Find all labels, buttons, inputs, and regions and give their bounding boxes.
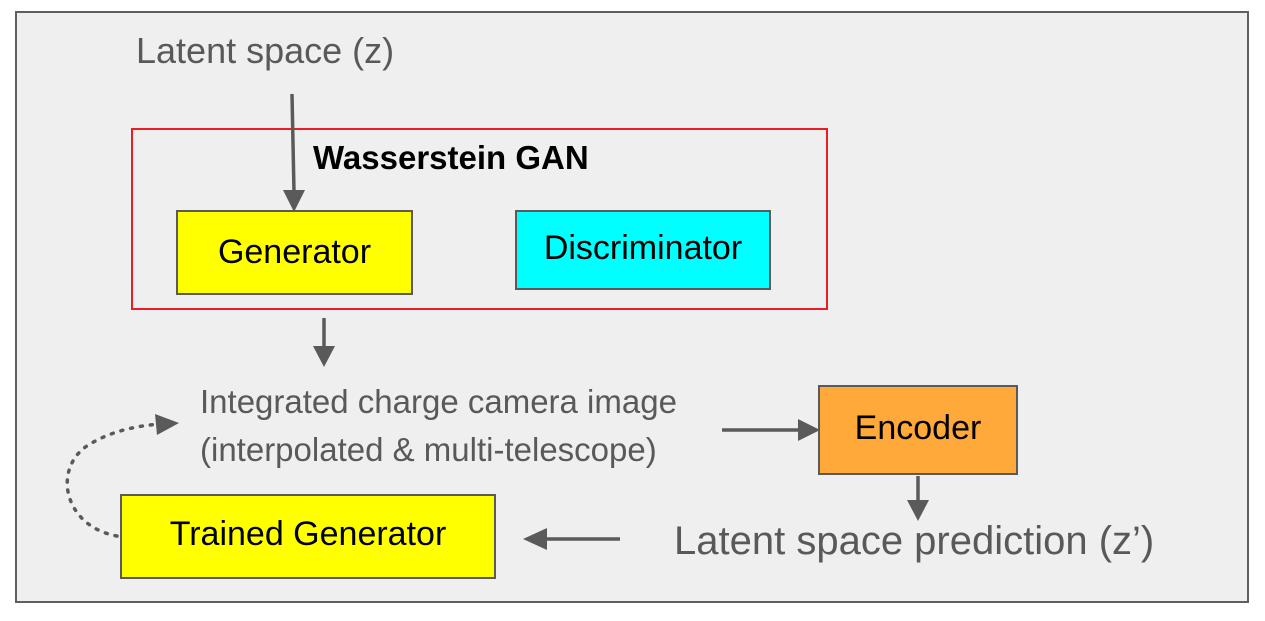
arrowhead-prediction — [907, 500, 929, 521]
latent-prediction-label: Latent space prediction (z’) — [674, 519, 1155, 563]
arrowhead-generator — [283, 190, 305, 212]
arrowhead-image — [313, 346, 335, 367]
camera-image-line-2: (interpolated & multi-telescope) — [200, 431, 657, 468]
arrow-latent-to-generator — [290, 93, 296, 193]
camera-image-line-1: Integrated charge camera image — [200, 383, 677, 420]
trained-generator-box: Trained Generator — [120, 494, 496, 579]
arrowhead-encoder — [798, 419, 820, 441]
camera-image-label: Integrated charge camera image (interpol… — [200, 378, 677, 474]
arrowhead-dotted — [155, 414, 179, 435]
latent-space-label: Latent space (z) — [136, 30, 395, 71]
generator-box: Generator — [176, 210, 413, 295]
arrow-trained-to-image-dotted — [65, 422, 162, 538]
discriminator-box: Discriminator — [515, 210, 771, 290]
wasserstein-gan-title: Wasserstein GAN — [313, 139, 589, 176]
encoder-box: Encoder — [818, 385, 1018, 475]
arrowhead-trained — [523, 528, 547, 550]
wasserstein-gan-frame — [131, 128, 828, 310]
